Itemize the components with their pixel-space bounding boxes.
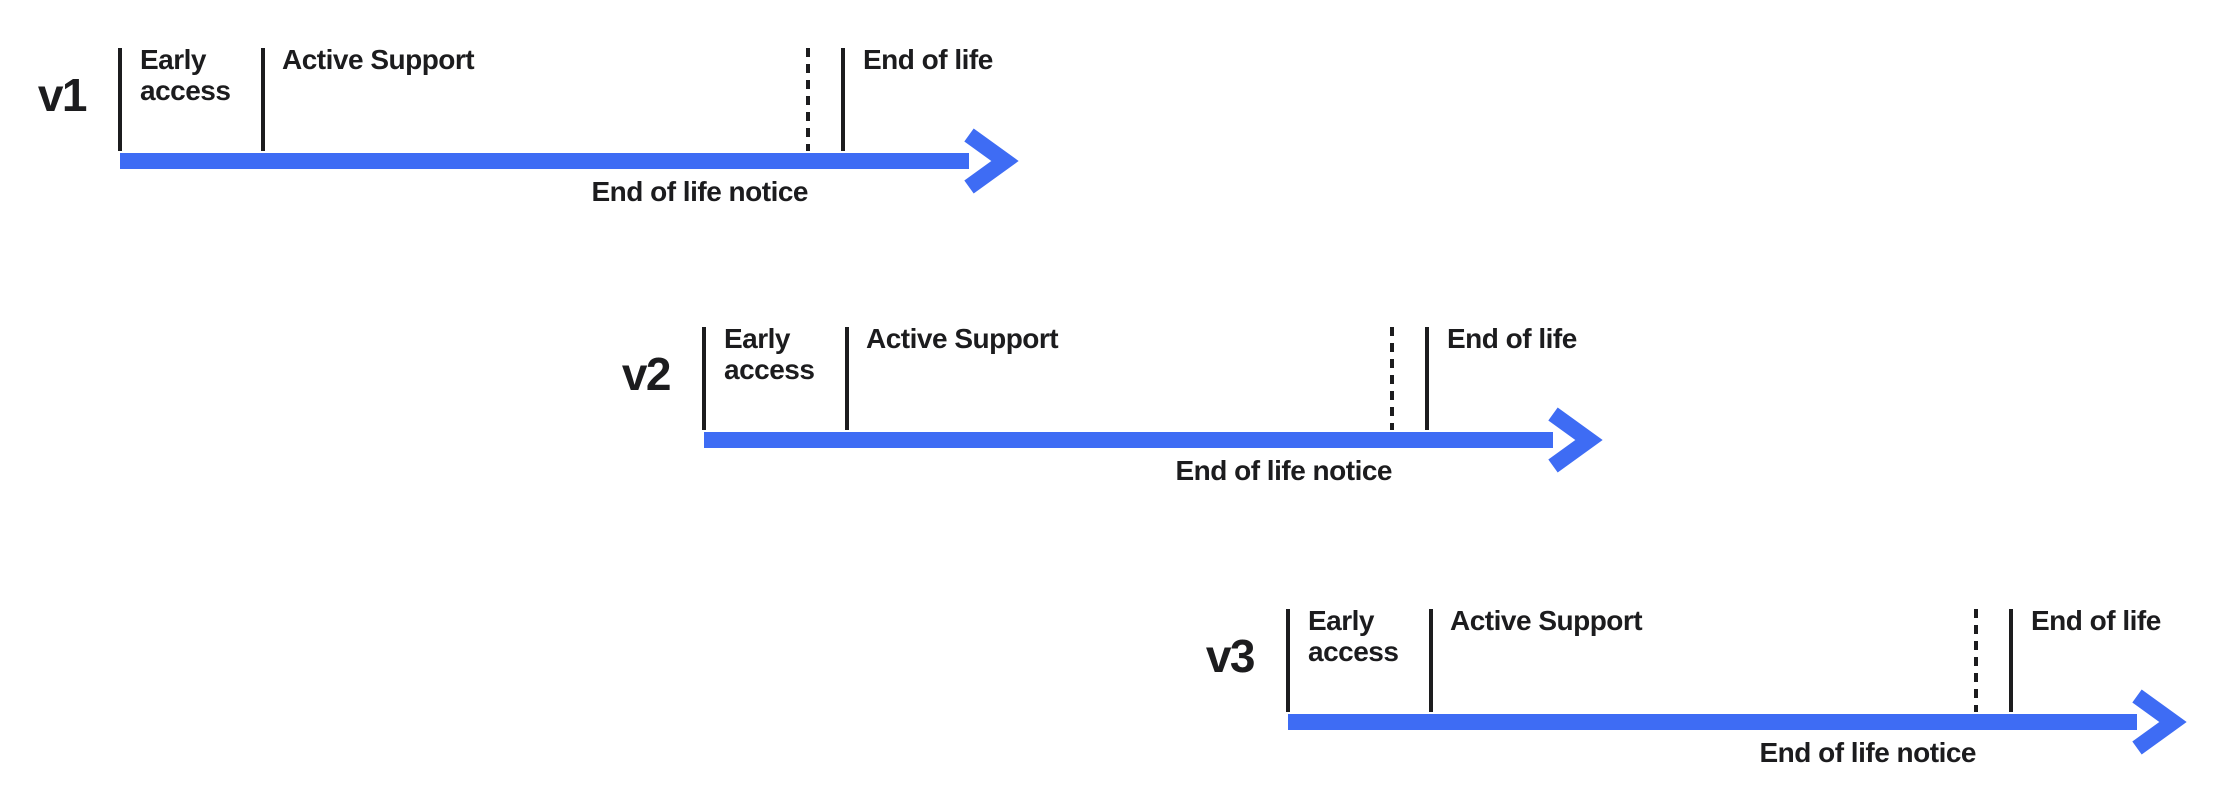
timeline-arrow [120,128,1019,194]
early-access-line2: access [1308,636,1399,667]
timeline-row-v3: v3 Early access Active Support End of li… [1188,605,2228,782]
end-of-life-notice-tick [1974,609,1978,712]
version-label: v3 [1205,630,1256,682]
arrow-head-icon [2132,689,2187,755]
arrow-head-icon [1548,407,1603,473]
phase-label-early-access: Early access [724,323,815,385]
early-access-start-tick [702,327,706,430]
version-label: v1 [37,69,88,121]
end-of-life-notice-label: End of life notice [591,176,808,207]
early-access-line2: access [724,354,815,385]
early-access-line2: access [140,75,231,106]
early-access-line1: Early [724,323,791,354]
phase-label-active-support: Active Support [282,44,475,75]
end-of-life-notice-tick [1390,327,1394,430]
early-access-line1: Early [140,44,207,75]
end-of-life-notice-tick [806,48,810,151]
phase-label-early-access: Early access [140,44,231,106]
phase-label-active-support: Active Support [866,323,1059,354]
arrow-head-icon [964,128,1019,194]
end-of-life-tick [841,48,845,151]
end-of-life-notice-label: End of life notice [1759,737,1976,768]
end-of-life-tick [1425,327,1429,430]
phase-label-early-access: Early access [1308,605,1399,667]
phase-label-end-of-life: End of life [863,44,993,75]
active-support-start-tick [845,327,849,430]
end-of-life-notice-label: End of life notice [1175,455,1392,486]
phase-label-end-of-life: End of life [1447,323,1577,354]
active-support-start-tick [261,48,265,151]
timeline-arrow [704,407,1603,473]
version-label: v2 [621,348,672,400]
timeline-row-v1: v1 Early access Active Support End of li… [20,44,1060,221]
active-support-start-tick [1429,609,1433,712]
end-of-life-tick [2009,609,2013,712]
early-access-line1: Early [1308,605,1375,636]
early-access-start-tick [118,48,122,151]
phase-label-active-support: Active Support [1450,605,1643,636]
timeline-arrow [1288,689,2187,755]
timeline-row-v2: v2 Early access Active Support End of li… [604,323,1644,500]
early-access-start-tick [1286,609,1290,712]
phase-label-end-of-life: End of life [2031,605,2161,636]
